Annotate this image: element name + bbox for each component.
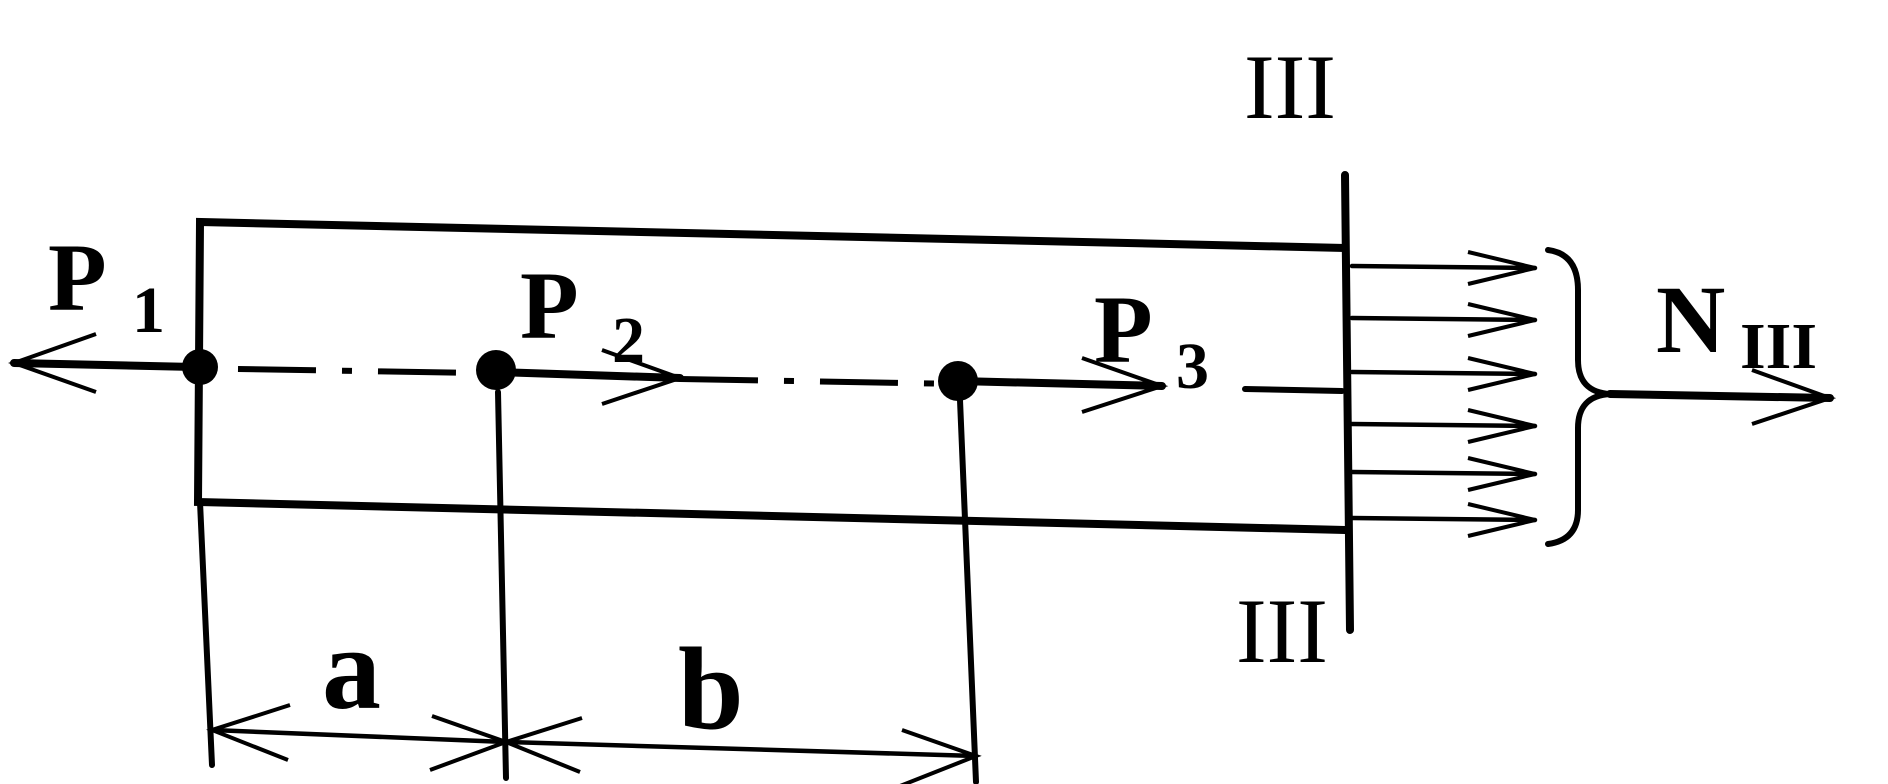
stress-arrowhead-3 xyxy=(1467,356,1536,392)
curly-brace xyxy=(1545,247,1611,547)
dimension-b-label: b xyxy=(678,623,744,754)
p1-application-point xyxy=(182,349,218,385)
p3-label: P xyxy=(1094,276,1153,383)
p2-arrow-shaft xyxy=(492,368,684,382)
dimension-a-line xyxy=(209,727,509,745)
section-label-bottom: III xyxy=(1236,580,1328,682)
stress-arrow-1 xyxy=(1349,263,1538,271)
stress-arrowhead-2 xyxy=(1467,302,1536,338)
p1-arrow-shaft xyxy=(10,359,199,371)
p1-label: P xyxy=(48,224,107,331)
dimension-a-label: a xyxy=(322,603,381,734)
n-label: N xyxy=(1656,266,1725,373)
p3-arrow-shaft xyxy=(954,377,1166,390)
force-p2: P 2 xyxy=(476,252,687,406)
stress-arrow-2 xyxy=(1349,315,1538,323)
stress-arrow-3 xyxy=(1349,369,1538,377)
p2-label: P xyxy=(520,252,579,359)
extension-line-2 xyxy=(495,389,509,781)
dimension-b-line xyxy=(503,739,979,759)
extension-lines xyxy=(197,389,979,784)
dimension-a-arrow-left xyxy=(206,703,291,762)
center-axis xyxy=(237,366,1345,394)
axis-segment-1 xyxy=(237,366,481,376)
stress-arrowhead-4 xyxy=(1467,408,1536,444)
bar-outline xyxy=(193,217,1349,534)
dimension-b-arrow-right xyxy=(899,728,982,784)
dimension-a: a xyxy=(206,603,512,772)
p1-arrowhead xyxy=(8,332,97,394)
section-cut-line xyxy=(1341,171,1354,634)
p1-label-subscript: 1 xyxy=(132,274,165,347)
stress-arrow-5 xyxy=(1349,469,1538,477)
n-arrow-shaft xyxy=(1606,390,1834,402)
n-arrowhead xyxy=(1751,368,1837,426)
dimension-b: b xyxy=(500,623,982,784)
force-p1: P 1 xyxy=(8,224,218,394)
stress-arrowhead-6 xyxy=(1467,502,1536,538)
stress-arrowhead-5 xyxy=(1467,456,1536,492)
p2-label-subscript: 2 xyxy=(612,304,645,377)
p3-arrowhead xyxy=(1081,356,1169,414)
extension-line-1 xyxy=(197,499,215,768)
n-label-subscript: III xyxy=(1740,310,1817,383)
stress-arrow-6 xyxy=(1349,515,1538,523)
stress-arrowhead-1 xyxy=(1467,250,1536,286)
force-p3: P 3 xyxy=(938,276,1209,414)
dimension-b-arrow-left xyxy=(500,716,583,774)
axis-segment-3 xyxy=(1242,386,1345,394)
stress-distribution xyxy=(1349,250,1538,538)
resultant-force-n: N III xyxy=(1606,266,1837,426)
section-label-top: III xyxy=(1244,36,1336,138)
extension-line-3 xyxy=(957,397,979,784)
axis-segment-2 xyxy=(679,376,961,387)
p3-label-subscript: 3 xyxy=(1176,330,1209,403)
p2-arrowhead xyxy=(601,348,687,406)
stress-arrow-4 xyxy=(1349,421,1538,429)
